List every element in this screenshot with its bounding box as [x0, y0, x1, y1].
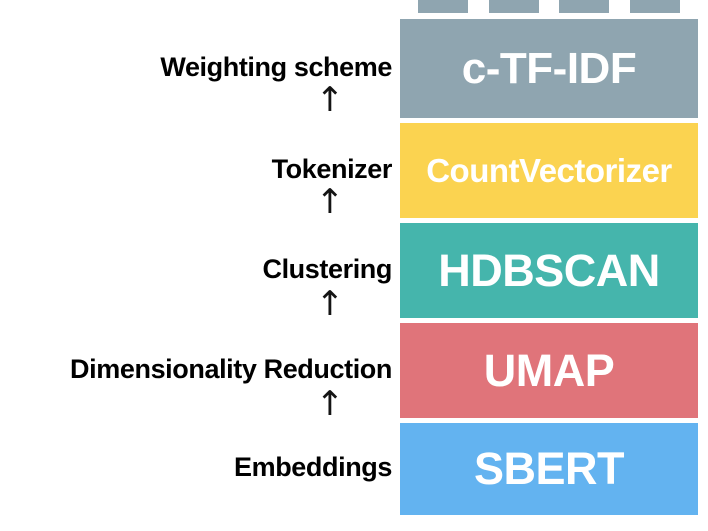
- stage-value-c-tf-idf: c-TF-IDF: [461, 43, 637, 93]
- top-tab-4: [629, 0, 680, 13]
- top-tab-3: [559, 0, 610, 13]
- stage-value-hdbscan: HDBSCAN: [438, 244, 660, 296]
- top-tab-1: [418, 0, 468, 13]
- stage-box-countvectorizer: CountVectorizer: [400, 123, 698, 218]
- stage-box-umap: UMAP: [400, 323, 698, 418]
- top-tab-2: [488, 0, 539, 13]
- stage-label-embeddings: Embeddings: [233, 452, 392, 482]
- top-tabs-strip: [400, 0, 698, 13]
- arrow-tokenizer-to-weighting: ↑: [315, 80, 345, 120]
- arrow-embeddings-to-dimensionality: ↑: [315, 384, 345, 424]
- stage-label-dimensionality-reduction: Dimensionality Reduction: [70, 353, 392, 384]
- stage-label-clustering: Clustering: [262, 253, 392, 284]
- stage-value-umap: UMAP: [483, 344, 615, 396]
- stage-label-tokenizer: Tokenizer: [271, 153, 393, 184]
- stage-box-hdbscan: HDBSCAN: [400, 223, 698, 318]
- stage-value-sbert: SBERT: [473, 443, 625, 494]
- stage-box-c-tf-idf: c-TF-IDF: [400, 19, 698, 118]
- arrow-clustering-to-tokenizer: ↑: [315, 182, 345, 222]
- stage-box-sbert: SBERT: [400, 423, 698, 515]
- stage-value-countvectorizer: CountVectorizer: [426, 151, 672, 189]
- arrow-dimensionality-to-clustering: ↑: [315, 284, 345, 324]
- stage-label-weighting-scheme: Weighting scheme: [160, 51, 392, 82]
